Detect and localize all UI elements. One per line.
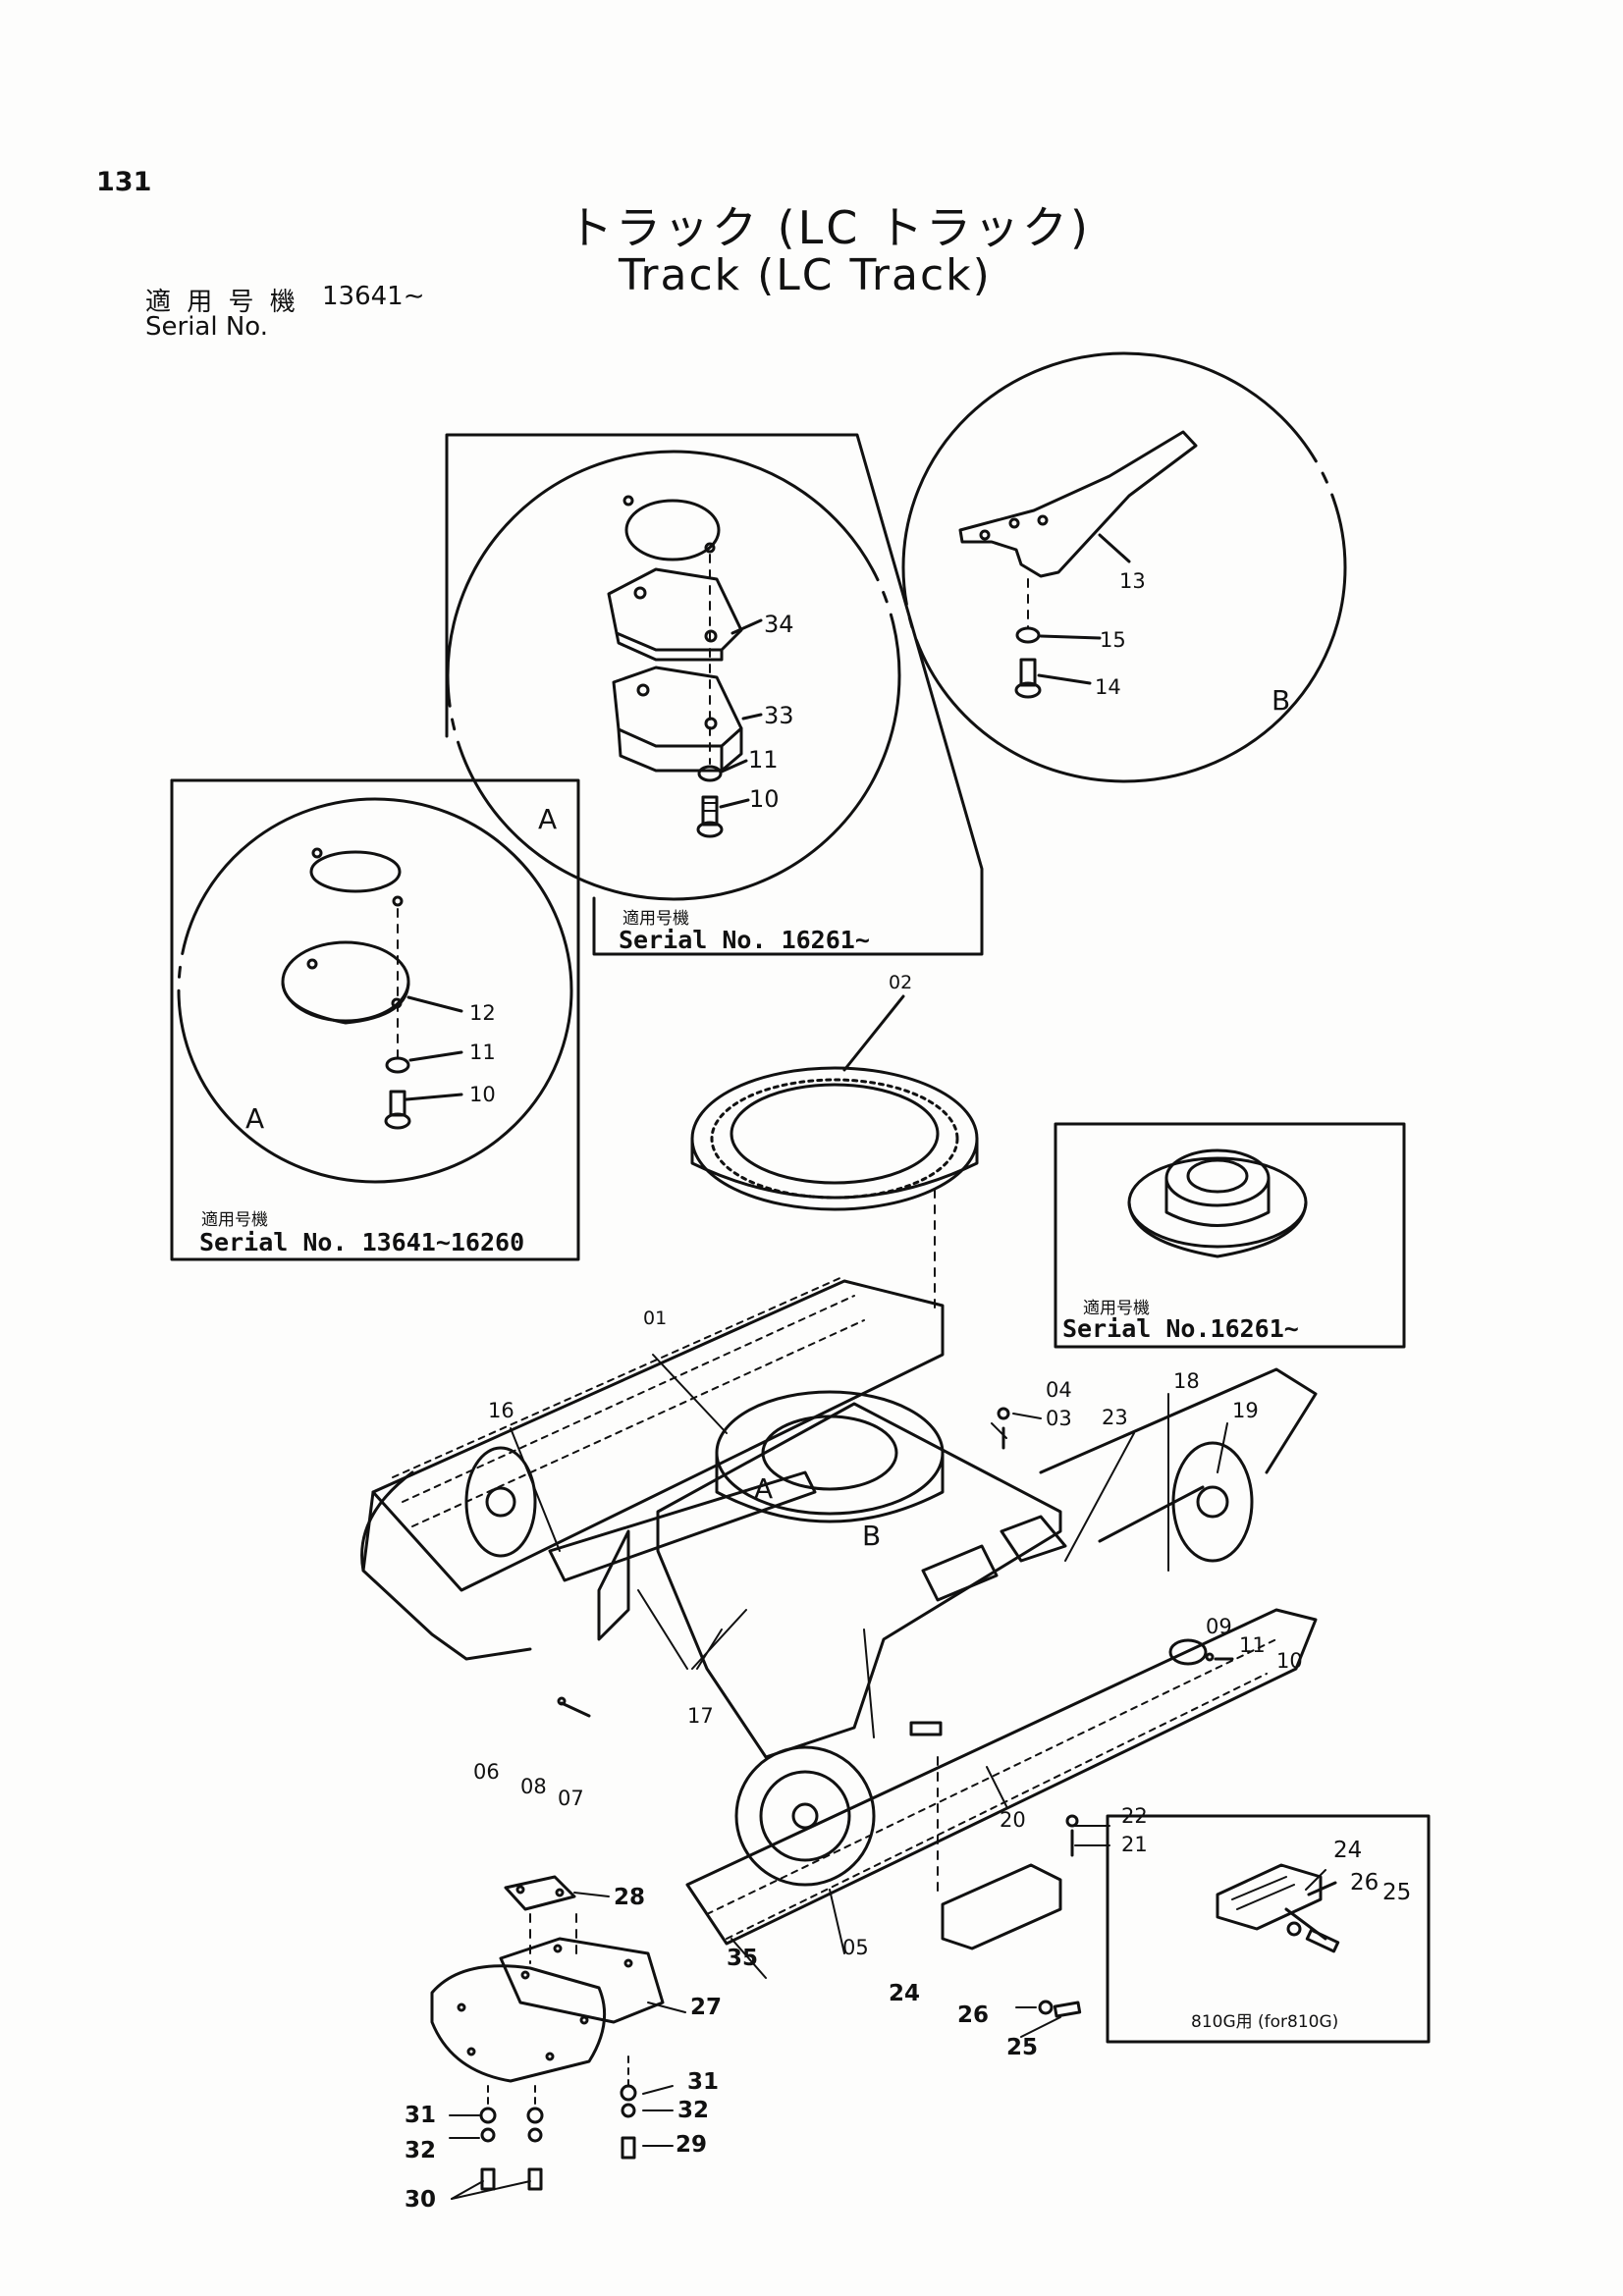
810g-caption: 810G用 (for810G): [1191, 2012, 1339, 2032]
callout-28: 28: [614, 1885, 646, 1910]
inset-810g: [1106, 1814, 1431, 2044]
callout-34: 34: [764, 611, 794, 638]
view-label-a: A: [754, 1472, 774, 1505]
bearing-serial: Serial No.16261∼: [1062, 1314, 1299, 1343]
callout-33: 33: [764, 702, 794, 729]
callout-27: 27: [690, 1995, 723, 2020]
serial-label-english: Serial No.: [145, 312, 268, 342]
inset-bearing: [1054, 1122, 1406, 1349]
callout-23: 23: [1102, 1406, 1128, 1429]
callout-10-main: 10: [1276, 1649, 1303, 1673]
callout-13: 13: [1119, 569, 1146, 593]
inset-b-parts: [901, 351, 1347, 783]
inset-a-new-parts: [607, 495, 763, 838]
center-frame: [656, 1390, 1067, 1759]
callout-29: 29: [676, 2132, 708, 2158]
inset-a-old-serial: Serial No. 13641∼16260: [199, 1228, 525, 1256]
callout-25-main: 25: [1006, 2035, 1039, 2060]
inset-a-new-label: A: [538, 803, 558, 835]
inset-a-new-serial: Serial No. 16261∼: [619, 926, 870, 954]
callout-11-a-new: 11: [748, 746, 779, 774]
callout-01: 01: [643, 1308, 668, 1329]
callout-25-810g: 25: [1382, 1880, 1412, 1905]
callout-26-810g: 26: [1350, 1870, 1380, 1896]
leader-lines: [449, 1354, 1326, 2200]
callout-09: 09: [1206, 1615, 1232, 1638]
page-number: 131: [96, 167, 152, 197]
inset-a-old-parts: [281, 847, 463, 1130]
callout-24-main: 24: [889, 1981, 921, 2006]
swing-bearing-ring: [690, 994, 979, 1316]
callout-07: 07: [558, 1787, 584, 1810]
callout-22: 22: [1121, 1804, 1148, 1828]
serial-label-japanese: 適 用 号 機: [145, 288, 299, 317]
callout-32-left: 32: [405, 2138, 437, 2163]
callout-08: 08: [520, 1775, 547, 1798]
callout-14: 14: [1095, 675, 1121, 699]
callout-15: 15: [1100, 628, 1126, 652]
inset-a-old-label: A: [245, 1102, 265, 1135]
under-covers: [430, 1875, 665, 2191]
view-label-b: B: [862, 1520, 882, 1552]
callout-02: 02: [889, 972, 913, 993]
title-japanese: トラック (LC トラック): [568, 201, 1091, 254]
inset-a-new-serial-label-jp: 適用号機: [622, 909, 689, 929]
right-track-assembly: [685, 1367, 1318, 1946]
callout-20: 20: [1000, 1808, 1026, 1832]
callout-05: 05: [842, 1936, 869, 1959]
callout-21: 21: [1121, 1833, 1148, 1856]
callout-11-main: 11: [1239, 1633, 1266, 1657]
callout-17: 17: [687, 1704, 714, 1728]
callout-10-a-new: 10: [749, 785, 780, 813]
callout-18: 18: [1173, 1369, 1200, 1393]
inset-a-old-serial-label-jp: 適用号機: [201, 1210, 268, 1230]
inset-a-old-frame: [170, 778, 580, 1261]
callout-24-810g: 24: [1333, 1838, 1363, 1863]
callout-12: 12: [469, 1001, 496, 1025]
callout-16: 16: [488, 1399, 514, 1422]
callout-32-right: 32: [677, 2098, 710, 2123]
exploded-hardware: [557, 1407, 1234, 2018]
callout-26-main: 26: [957, 2002, 990, 2028]
callout-30: 30: [405, 2187, 437, 2213]
title-english: Track (LC Track): [619, 250, 992, 300]
left-track-assembly: [360, 1275, 945, 1661]
callout-06: 06: [473, 1760, 500, 1784]
callout-04: 04: [1046, 1378, 1072, 1402]
inset-b-label: B: [1271, 684, 1291, 717]
callout-31-right: 31: [687, 2069, 720, 2095]
callout-19: 19: [1232, 1399, 1259, 1422]
callout-10-a-old: 10: [469, 1083, 496, 1106]
callout-31-left: 31: [405, 2103, 437, 2128]
serial-value: 13641∼: [322, 282, 425, 311]
callout-11-a-old: 11: [469, 1041, 496, 1064]
callout-35: 35: [727, 1946, 759, 1971]
bearing-serial-label-jp: 適用号機: [1083, 1299, 1150, 1318]
callout-03: 03: [1046, 1407, 1072, 1430]
